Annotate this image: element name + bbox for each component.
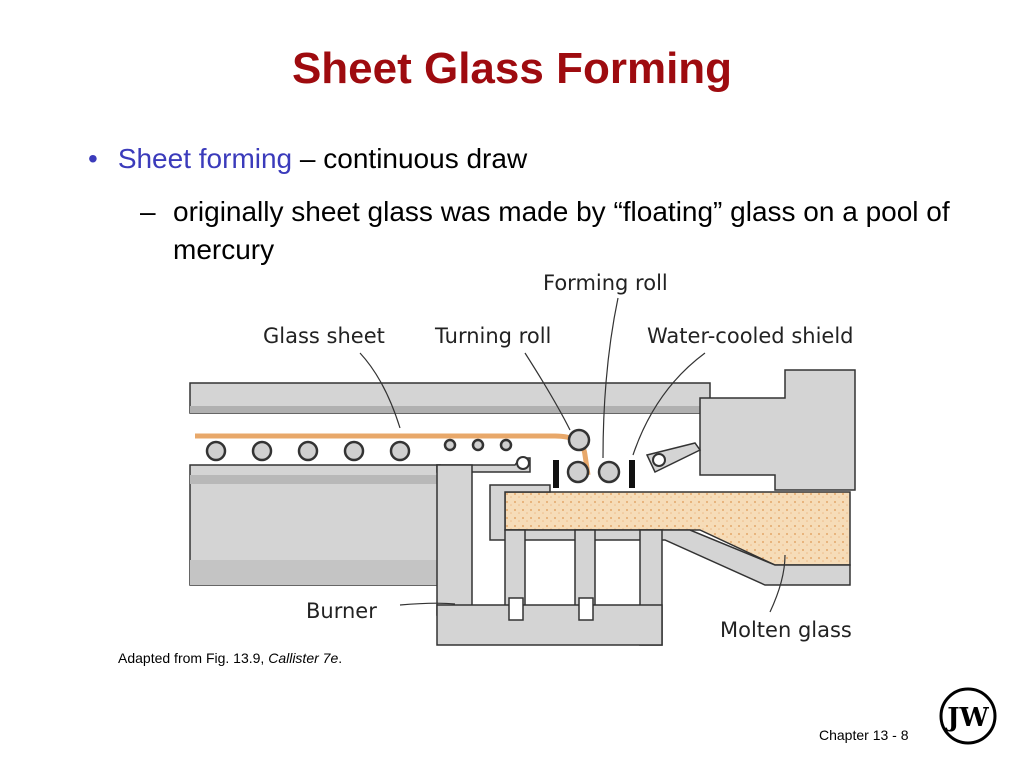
turning-roll [567,428,591,452]
housing-knob-left [516,456,530,470]
footer-page: 8 [900,727,909,743]
tank-block [489,484,851,586]
water-cooled-shield-left [553,460,559,488]
sheet-glass-diagram: Forming roll Glass sheet Turning roll Wa… [189,271,856,646]
slide-footer: Chapter 13 - 8 [819,727,909,743]
bullet-highlight: Sheet forming [117,143,293,174]
burner-port-right [578,597,594,621]
label-forming-roll: Forming roll [543,271,668,295]
burner-port-left [508,597,524,621]
bullet-text: – continuous draw [292,143,528,174]
label-turning-roll: Turning roll [434,324,551,348]
caption-italic: Callister 7e [268,650,339,666]
burner-chamber [436,464,663,646]
figure-caption: Adapted from Fig. 13.9, Callister 7e. [118,650,342,666]
water-cooled-shield-right [629,460,635,488]
label-water-cooled-shield: Water-cooled shield [647,324,853,348]
label-burner: Burner [306,599,377,623]
sub-bullet-dash: – [140,196,156,227]
transport-rollers [205,438,513,462]
footer-chapter: Chapter 13 - [819,727,897,743]
sub-bullet-text: originally sheet glass was made by “floa… [173,196,950,265]
housing-knob-right [652,453,666,467]
svg-text:JW: JW [945,703,989,733]
molten-glass-pool [504,491,851,566]
bullet-dot: • [88,143,98,174]
wiley-logo-icon: JW [939,687,997,745]
slide-title: Sheet Glass Forming [291,44,733,93]
caption-prefix: Adapted from Fig. 13.9, [118,650,269,666]
label-molten-glass: Molten glass [720,618,852,642]
forming-roll-right [597,460,621,484]
leader-lines [359,297,786,613]
forming-roll-left [566,460,590,484]
bullet-item: • Sheet forming – continuous draw [88,143,527,175]
right-upper-block [699,369,856,491]
label-glass-sheet: Glass sheet [263,324,385,348]
caption-suffix: . [338,650,343,666]
